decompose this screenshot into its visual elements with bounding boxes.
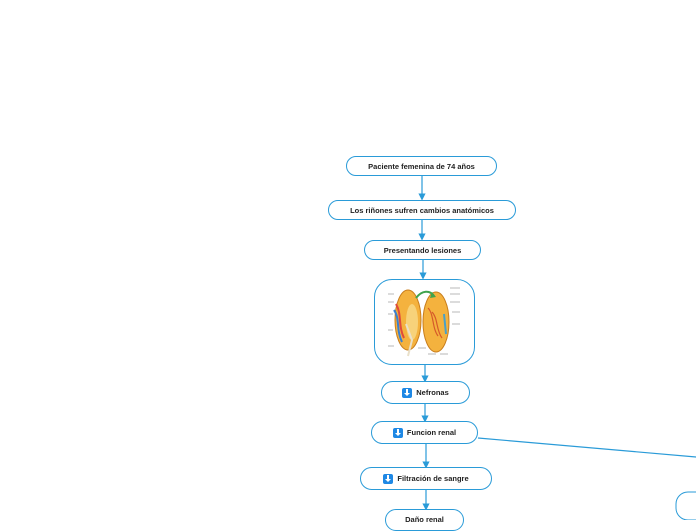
- node-rinones[interactable]: Los riñones sufren cambios anatómicos: [328, 200, 516, 220]
- mind-map-canvas: [418, 176, 696, 520]
- node-filtracion-label: Filtración de sangre: [397, 474, 469, 483]
- node-kidney-image[interactable]: [374, 279, 475, 365]
- node-funcion[interactable]: Funcion renal: [371, 421, 478, 444]
- node-lesiones-label: Presentando lesiones: [383, 245, 462, 255]
- arrow-down-icon: [392, 427, 403, 438]
- node-funcion-label: Funcion renal: [406, 428, 457, 437]
- node-dano[interactable]: Daño renal: [385, 509, 464, 531]
- node-paciente[interactable]: Paciente femenina de 74 años: [346, 156, 497, 176]
- node-filtracion[interactable]: Filtración de sangre: [360, 467, 492, 490]
- kidney-anatomy-illustration: [387, 287, 460, 357]
- node-lesiones[interactable]: Presentando lesiones: [364, 240, 481, 260]
- arrow-down-icon: [402, 387, 413, 398]
- connectors: [418, 176, 696, 511]
- node-nefronas[interactable]: Nefronas: [381, 381, 470, 404]
- arrow-down-icon: [383, 473, 394, 484]
- connector-funcion-offscreen: [477, 437, 696, 458]
- node-rinones-label: Los riñones sufren cambios anatómicos: [350, 205, 494, 215]
- offscreen-node-edge[interactable]: [675, 491, 696, 520]
- node-paciente-label: Paciente femenina de 74 años: [368, 161, 475, 171]
- node-nefronas-label: Nefronas: [416, 388, 449, 397]
